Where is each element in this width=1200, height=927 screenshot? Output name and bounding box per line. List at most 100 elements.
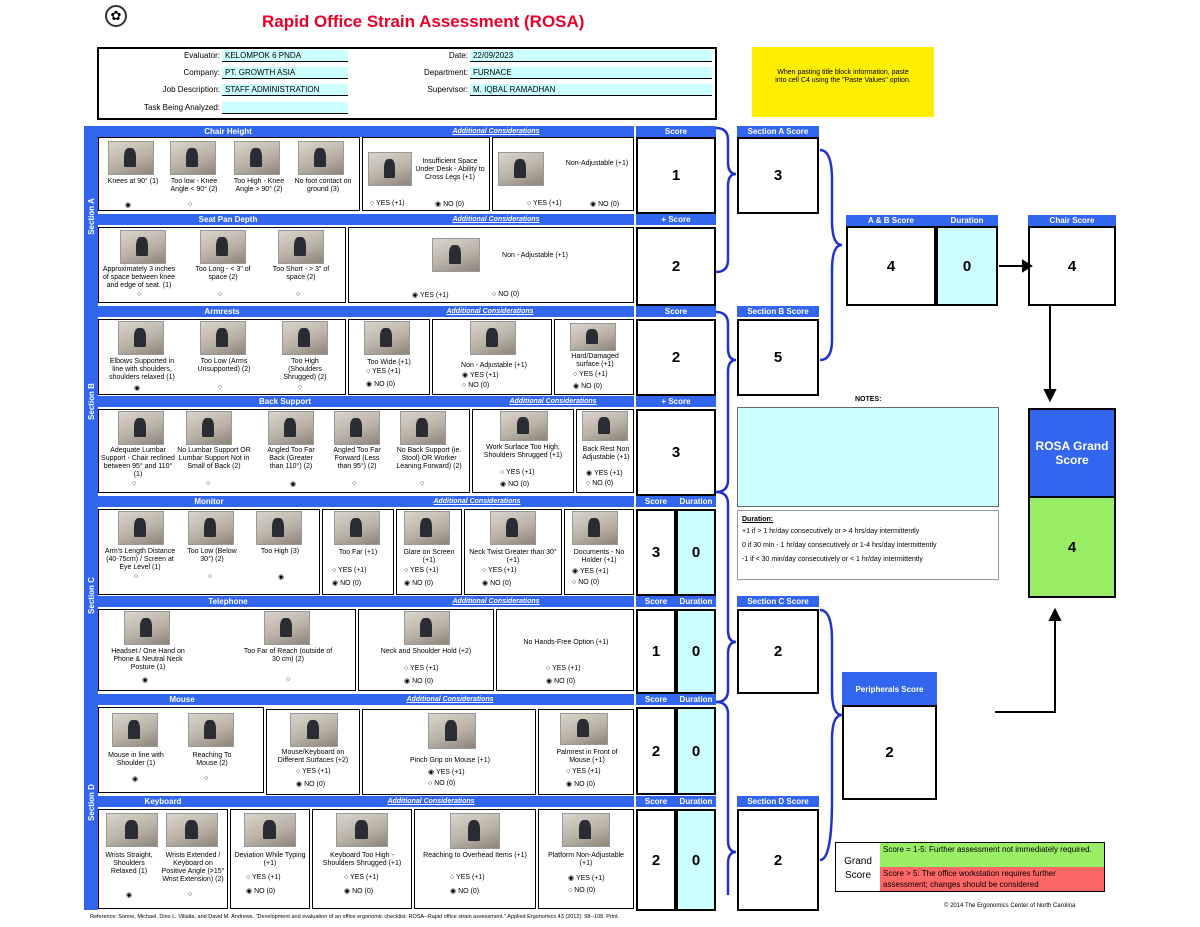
mouse-radio-1[interactable]: ◉ bbox=[132, 776, 139, 783]
monitor-radio-2[interactable]: ○ bbox=[208, 573, 213, 580]
chair-score: 4 bbox=[1028, 226, 1116, 306]
job-field[interactable]: STAFF ADMINISTRATION bbox=[222, 84, 348, 96]
mouse-photo-1 bbox=[112, 713, 158, 747]
supervisor-field[interactable]: M. IQBAL RAMADHAN bbox=[470, 84, 712, 96]
mouse-add-3-no[interactable]: ◉ NO (0) bbox=[566, 781, 596, 788]
mouse-radio-2[interactable]: ○ bbox=[204, 775, 209, 782]
arm-radio-2[interactable]: ○ bbox=[218, 384, 223, 391]
mouse-add-3-yes[interactable]: ○ YES (+1) bbox=[566, 768, 601, 775]
kb-add-2-no[interactable]: ◉ NO (0) bbox=[344, 888, 374, 895]
monitor-add-3-no[interactable]: ◉ NO (0) bbox=[482, 580, 512, 587]
kb-add-1-no[interactable]: ◉ NO (0) bbox=[246, 888, 276, 895]
monitor-score: 3 bbox=[636, 509, 676, 596]
seat-opt-2: Too Long - < 3" of space (2) bbox=[195, 266, 251, 281]
arm-add-2-yes[interactable]: ◉ YES (+1) bbox=[462, 372, 499, 379]
arm-photo-3 bbox=[282, 321, 328, 355]
chair-opt-4: No foot contact on ground (3) bbox=[294, 178, 352, 193]
mouse-add-2-no[interactable]: ○ NO (0) bbox=[428, 780, 456, 787]
monitor-add-1-yes[interactable]: ○ YES (+1) bbox=[332, 567, 367, 574]
rosa-grand-score: 4 bbox=[1028, 496, 1116, 598]
back-radio-4[interactable]: ○ bbox=[352, 480, 357, 487]
company-field[interactable]: PT. GROWTH ASIA bbox=[222, 67, 348, 79]
chair-radio-1[interactable]: ◉ bbox=[125, 202, 132, 209]
kb-radio-2[interactable]: ○ bbox=[188, 891, 193, 898]
arm-radio-1[interactable]: ◉ bbox=[134, 385, 141, 392]
keyboard-duration[interactable]: 0 bbox=[676, 809, 716, 911]
kb-add-2-yes[interactable]: ○ YES (+1) bbox=[344, 874, 379, 881]
kb-add-3-yes[interactable]: ○ YES (+1) bbox=[450, 874, 485, 881]
notes-field[interactable] bbox=[737, 407, 999, 507]
kb-add-4-no[interactable]: ○ NO (0) bbox=[568, 887, 596, 894]
back-radio-5[interactable]: ○ bbox=[420, 480, 425, 487]
chair-duration[interactable]: 0 bbox=[936, 226, 998, 306]
monitor-radio-3[interactable]: ◉ bbox=[278, 574, 285, 581]
kb-add-1-yes[interactable]: ○ YES (+1) bbox=[246, 874, 281, 881]
keyboard-duration-head: Duration bbox=[676, 796, 716, 807]
phone-add-1-no[interactable]: ◉ NO (0) bbox=[404, 678, 434, 685]
department-field[interactable]: FURNACE bbox=[470, 67, 712, 79]
kb-photo-2 bbox=[166, 813, 218, 847]
grand-score-legend bbox=[835, 842, 1105, 892]
back-radio-2[interactable]: ○ bbox=[206, 480, 211, 487]
mouse-add-1-no[interactable]: ◉ NO (0) bbox=[296, 781, 326, 788]
seat-radio-2[interactable]: ○ bbox=[218, 291, 223, 298]
monitor-add-1: Too Far (+1) bbox=[338, 549, 378, 556]
braces bbox=[715, 126, 842, 895]
chair-add-1-no[interactable]: ◉ NO (0) bbox=[435, 201, 465, 208]
kb-radio-1[interactable]: ◉ bbox=[126, 892, 133, 899]
monitor-add-4-yes[interactable]: ◉ YES (+1) bbox=[572, 568, 609, 575]
arm-add-2-no[interactable]: ○ NO (0) bbox=[462, 382, 490, 389]
evaluator-field[interactable]: KELOMPOK 6 PNDA bbox=[222, 50, 348, 62]
phone-add-2-no[interactable]: ◉ NO (0) bbox=[546, 678, 576, 685]
kb-add-4-yes[interactable]: ◉ YES (+1) bbox=[568, 875, 605, 882]
monitor-add-2-no[interactable]: ◉ NO (0) bbox=[404, 580, 434, 587]
seat-add-yes[interactable]: ◉ YES (+1) bbox=[412, 292, 449, 299]
telephone-score-head: Score bbox=[636, 596, 676, 607]
monitor-radio-1[interactable]: ○ bbox=[134, 573, 139, 580]
arm-add-1-no[interactable]: ◉ NO (0) bbox=[366, 381, 396, 388]
seat-radio-3[interactable]: ○ bbox=[296, 291, 301, 298]
mouse-add-2-yes[interactable]: ◉ YES (+1) bbox=[428, 769, 465, 776]
chair-add-2-no[interactable]: ◉ NO (0) bbox=[590, 201, 620, 208]
chair-radio-2[interactable]: ○ bbox=[188, 201, 193, 208]
arm-opt-2: Too Low (Arms Unsupported) (2) bbox=[197, 358, 251, 373]
back-radio-3[interactable]: ◉ bbox=[290, 481, 297, 488]
chair-add-2-yes[interactable]: ○ YES (+1) bbox=[527, 200, 562, 207]
kb-add-photo-3 bbox=[450, 813, 500, 849]
mouse-duration[interactable]: 0 bbox=[676, 707, 716, 795]
task-field[interactable] bbox=[222, 102, 348, 114]
arm-add-3-no[interactable]: ◉ NO (0) bbox=[573, 383, 603, 390]
phone-add-1-yes[interactable]: ○ YES (+1) bbox=[404, 665, 439, 672]
monitor-add-3-yes[interactable]: ○ YES (+1) bbox=[482, 567, 517, 574]
kb-add-4: Platform Non-Adjustable (+1) bbox=[548, 852, 624, 867]
mouse-duration-head: Duration bbox=[676, 694, 716, 705]
telephone-duration[interactable]: 0 bbox=[676, 609, 716, 694]
monitor-add-1-no[interactable]: ◉ NO (0) bbox=[332, 580, 362, 587]
chair-add-1-yes[interactable]: ○ YES (+1) bbox=[370, 200, 405, 207]
section-b-score-head: Section B Score bbox=[737, 306, 819, 317]
seat-add-no[interactable]: ○ NO (0) bbox=[492, 291, 520, 298]
seat-add-1: Non - Adjustable (+1) bbox=[502, 252, 568, 259]
monitor-duration[interactable]: 0 bbox=[676, 509, 716, 596]
phone-radio-2[interactable]: ○ bbox=[286, 676, 291, 683]
phone-photo-2 bbox=[264, 611, 310, 645]
arm-radio-3[interactable]: ○ bbox=[298, 384, 303, 391]
back-add-2-yes[interactable]: ◉ YES (+1) bbox=[586, 470, 623, 477]
back-add-1-no[interactable]: ◉ NO (0) bbox=[500, 481, 530, 488]
phone-radio-1[interactable]: ◉ bbox=[142, 677, 149, 684]
back-add-1-yes[interactable]: ○ YES (+1) bbox=[500, 469, 535, 476]
arm-add-3-yes[interactable]: ○ YES (+1) bbox=[573, 371, 608, 378]
monitor-add-2-yes[interactable]: ○ YES (+1) bbox=[404, 567, 439, 574]
kb-add-3-no[interactable]: ◉ NO (0) bbox=[450, 888, 480, 895]
mouse-add-photo-2 bbox=[428, 713, 476, 749]
monitor-title: Monitor bbox=[98, 496, 320, 507]
date-field[interactable]: 22/09/2023 bbox=[470, 50, 712, 62]
mouse-add-1-yes[interactable]: ○ YES (+1) bbox=[296, 768, 331, 775]
back-radio-1[interactable]: ○ bbox=[132, 480, 137, 487]
arm-add-1-yes[interactable]: ○ YES (+1) bbox=[366, 368, 401, 375]
phone-add-2-yes[interactable]: ○ YES (+1) bbox=[546, 665, 581, 672]
monitor-add-4-no[interactable]: ○ NO (0) bbox=[572, 579, 600, 586]
back-add-2-no[interactable]: ○ NO (0) bbox=[586, 480, 614, 487]
seat-radio-1[interactable]: ○ bbox=[137, 291, 142, 298]
mouse-add-photo-1 bbox=[290, 713, 338, 747]
